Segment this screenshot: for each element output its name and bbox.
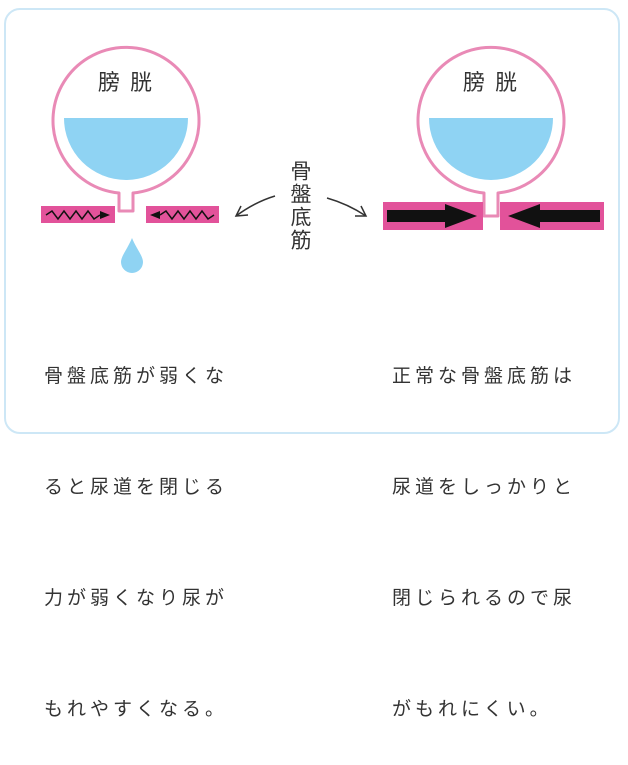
right-caption-line: 尿道をしっかりと: [392, 476, 577, 498]
right-caption: 正常な骨盤底筋は 尿道をしっかりと 閉じられるので尿 がもれにくい。: [392, 284, 576, 765]
left-arrowhead-right: [100, 211, 110, 219]
left-muscle-right: [146, 206, 219, 223]
left-arrowhead-left: [150, 211, 160, 219]
left-wavy-arrow-right: [45, 209, 101, 221]
right-caption-line: がもれにくい。: [392, 698, 553, 720]
left-bladder: [51, 45, 201, 213]
pointer-arrow-left-head: [234, 205, 249, 217]
left-bladder-urine: [64, 118, 188, 180]
right-arrowhead-left: [508, 204, 540, 228]
right-bladder-urine: [429, 118, 553, 180]
right-bladder: [416, 45, 566, 218]
pointer-arrow-right-head: [355, 205, 368, 217]
left-caption-line: もれやすくなる。: [44, 698, 229, 720]
left-caption: 骨盤底筋が弱くな ると尿道を閉じる 力が弱くなり尿が もれやすくなる。: [44, 284, 228, 765]
pelvic-floor-muscle-label: 骨盤底筋: [288, 160, 312, 252]
right-caption-line: 正常な骨盤底筋は: [392, 365, 577, 387]
right-caption-line: 閉じられるので尿: [392, 587, 577, 609]
pointer-arrow-right: [326, 197, 367, 217]
right-arrowhead-right: [445, 204, 477, 228]
right-bladder-label: 膀胱: [463, 71, 528, 96]
left-pelvic-floor-weak: [41, 206, 219, 223]
left-caption-line: 骨盤底筋が弱くな: [44, 365, 229, 387]
diagram-graphics: [41, 45, 604, 273]
right-arrow-right-shaft: [387, 210, 447, 222]
right-pelvic-floor-normal: [383, 202, 604, 230]
left-caption-line: ると尿道を閉じる: [44, 476, 229, 498]
pointer-arrow-left: [235, 195, 276, 217]
left-wavy-arrow-left: [159, 209, 215, 221]
left-bladder-label: 膀胱: [98, 71, 163, 96]
right-arrow-left-shaft: [538, 210, 600, 222]
urine-drop-icon: [121, 238, 143, 273]
left-caption-line: 力が弱くなり尿が: [44, 587, 229, 609]
